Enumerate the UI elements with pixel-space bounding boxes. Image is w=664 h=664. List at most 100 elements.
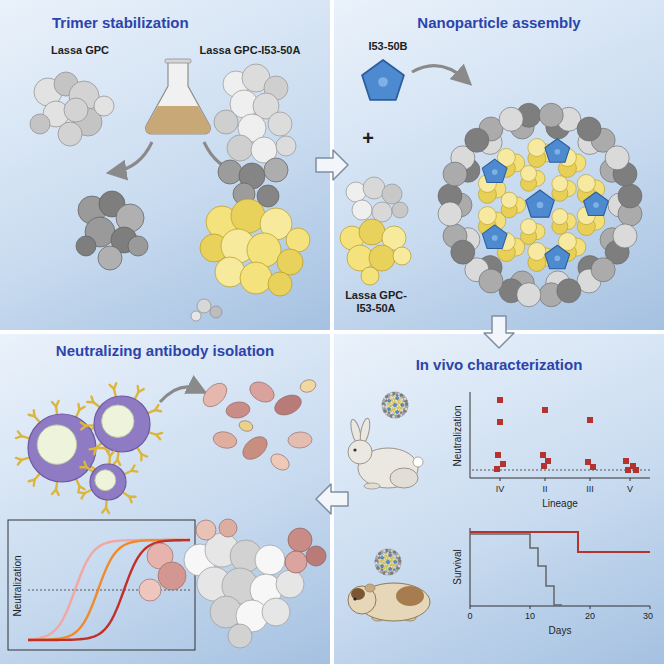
nanoparticle-icon: [385, 395, 388, 398]
axis-label: Neutralization: [452, 405, 464, 466]
nanoparticle-icon: [394, 560, 397, 563]
b-cell: [142, 454, 148, 456]
protein-cluster: [128, 236, 148, 256]
nanoparticle-icon: [397, 564, 400, 567]
protein-trimer: [369, 245, 395, 271]
b-cell: [81, 466, 87, 468]
nanoparticle: [521, 166, 537, 182]
chart-axis: [650, 606, 651, 609]
chart-axis: [630, 478, 631, 481]
flow-arrow: [316, 150, 348, 180]
protein-trimer: [361, 267, 379, 285]
b-cell: [107, 451, 110, 456]
nanoparticle-icon: [390, 572, 393, 575]
rabbit: [413, 457, 423, 467]
nanoparticle: [482, 159, 507, 183]
panel-title: In vivo characterization: [334, 356, 664, 374]
flask: [165, 59, 191, 63]
protein-trimer: [210, 306, 222, 318]
protein-trimer: [277, 249, 303, 275]
chart-axis: [470, 528, 471, 606]
nanoparticle-icon: [393, 551, 396, 554]
b-cell: [37, 425, 76, 464]
protein-trimer: [191, 64, 310, 321]
b-cell: [131, 466, 134, 471]
nanoparticle-icon: [385, 572, 388, 575]
data-point: [540, 452, 546, 458]
chart-axis: [470, 606, 471, 609]
protein-trimer: [363, 177, 385, 199]
b-cell: [16, 436, 22, 438]
nanoparticle-icon: [394, 404, 396, 406]
nanoparticle-icon: [388, 408, 390, 410]
rabbit: [353, 448, 356, 451]
nanoparticle-icon: [396, 410, 399, 413]
nanoparticle: [545, 139, 570, 163]
nanoparticle-icon: [375, 556, 378, 559]
nanoparticle-icon: [400, 401, 402, 403]
antibody-fragment: [199, 379, 232, 412]
nanoparticle-icon: [388, 549, 391, 552]
antibody-fragment: [199, 378, 318, 474]
axis-label: Neutralization: [12, 555, 24, 616]
b-cell: [28, 414, 96, 482]
survival-curve: [470, 532, 650, 552]
nanoparticle-icon: [395, 569, 398, 572]
nanoparticle: [438, 103, 642, 306]
nanoparticle-icon: [403, 397, 406, 400]
nanoparticle: [482, 225, 507, 249]
protein-complex: [285, 551, 307, 573]
protein-cluster: [30, 114, 50, 134]
nanoparticle: [451, 240, 475, 264]
b-cell: [82, 493, 85, 498]
nanoparticle: [577, 117, 601, 141]
data-point: [497, 397, 503, 403]
protein-trimer: [264, 158, 288, 182]
data-point: [590, 464, 596, 470]
nanoparticle: [438, 202, 462, 226]
nanoparticle-icon: [380, 562, 382, 564]
b-cell: [81, 426, 86, 430]
rabbit: [348, 440, 372, 464]
rabbit: [348, 417, 423, 489]
b-cell: [56, 490, 59, 495]
protein-trimer: [393, 247, 411, 265]
b-cell: [18, 460, 22, 465]
antibody-fragment: [298, 378, 317, 395]
nanoparticle: [545, 245, 570, 269]
nanoparticle-icon: [400, 394, 403, 397]
chart-axis: [500, 478, 501, 481]
data-point: [494, 466, 500, 472]
protein-trimer: [191, 311, 201, 321]
nanoparticle-icon: [397, 405, 399, 407]
b-cell: [102, 405, 134, 437]
nanoparticle-icon: [381, 565, 384, 568]
tick-label: 0: [467, 611, 472, 621]
nanoparticle: [492, 169, 498, 175]
data-point: [542, 407, 548, 413]
nanoparticle: [539, 103, 563, 127]
data-point: [587, 417, 593, 423]
chart-axis: [590, 606, 591, 609]
tick-label: III: [586, 484, 594, 494]
nanoparticle-icon: [401, 404, 403, 406]
axis-label: Lineage: [542, 498, 578, 510]
antibody-fragment: [268, 451, 292, 474]
nanoparticle: [501, 192, 517, 208]
nanoparticle-icon: [389, 554, 391, 556]
nanoparticle-icon: [397, 401, 399, 403]
protein-trimer: [286, 228, 310, 252]
nanoparticle-icon: [378, 552, 381, 555]
protein-trimer: [340, 177, 411, 285]
nanoparticle-icon: [393, 396, 395, 398]
nanoparticle-icon: [396, 397, 398, 399]
guinea-pig: [348, 583, 430, 621]
antibody-fragment: [246, 378, 277, 406]
nanoparticle: [552, 176, 568, 192]
nanoparticle: [443, 162, 467, 186]
nanoparticle-icon: [393, 403, 397, 407]
nanoparticle: [605, 146, 629, 170]
b-cell: [29, 415, 35, 417]
nanoparticle-icon: [381, 557, 383, 559]
protein-complex: [139, 519, 326, 648]
